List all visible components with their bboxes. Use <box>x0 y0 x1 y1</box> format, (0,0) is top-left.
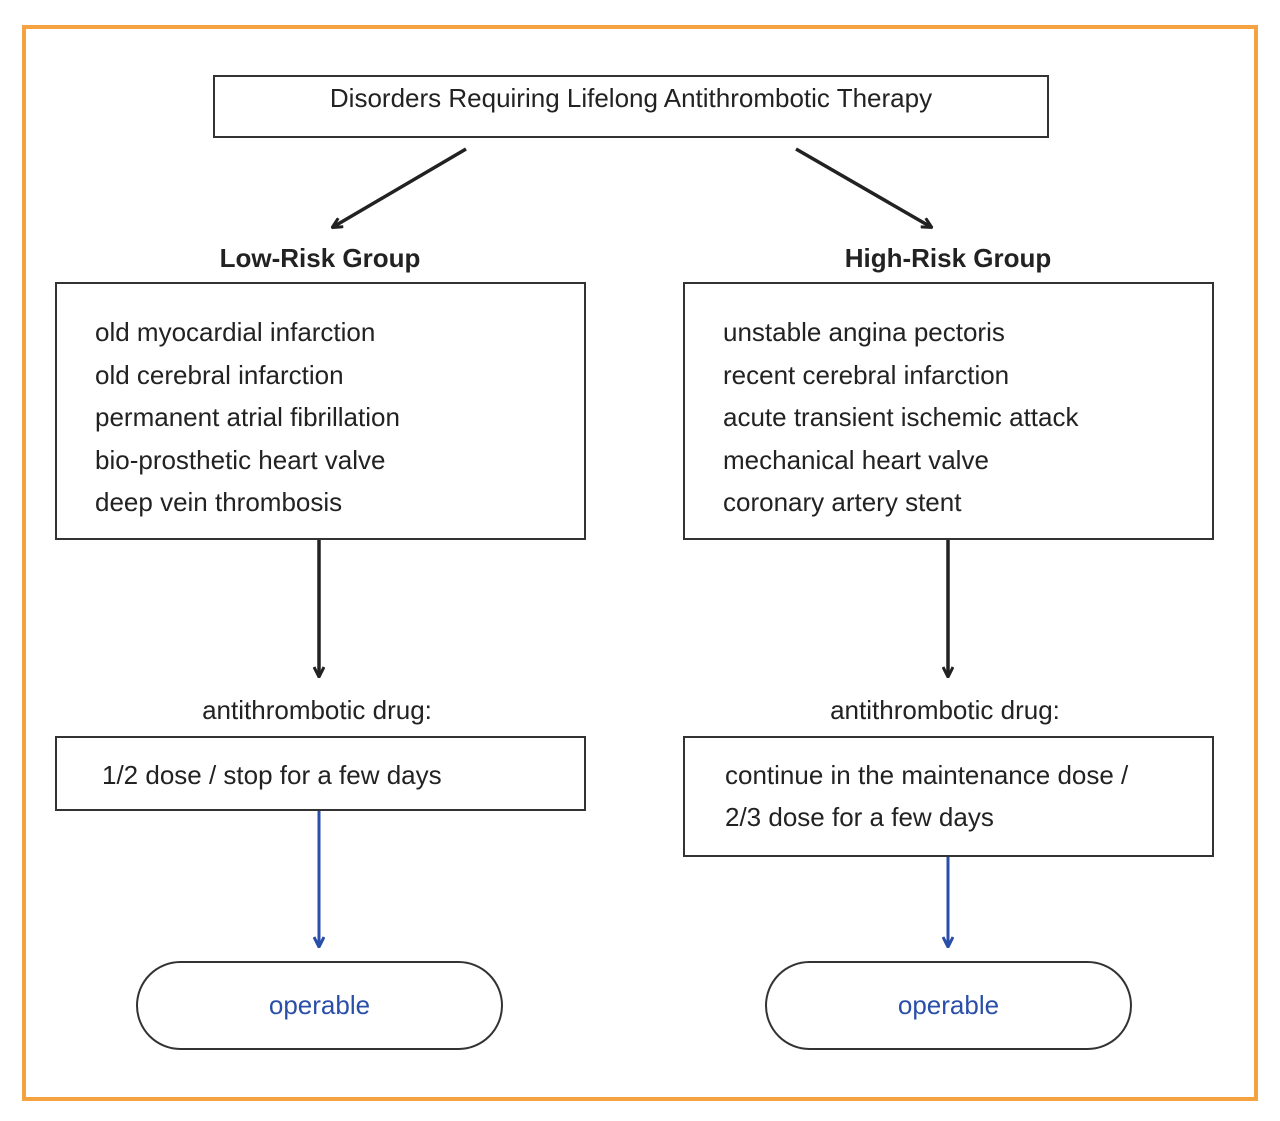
high-risk-heading: High-Risk Group <box>844 243 1052 273</box>
title-box: Disorders Requiring Lifelong Antithrombo… <box>213 75 1049 138</box>
list-item: recent cerebral infarction <box>723 359 1010 390</box>
list-item: acute transient ischemic attack <box>723 402 1079 432</box>
low-risk-outcome: operable <box>136 961 503 1050</box>
high-risk-dose-box: continue in the maintenance dose / 2/3 d… <box>683 736 1214 857</box>
low-risk-conditions-box: old myocardial infarction old cerebral i… <box>55 282 586 540</box>
diagram-title: Disorders Requiring Lifelong Antithrombo… <box>329 83 933 113</box>
list-item: bio-prosthetic heart valve <box>95 444 386 475</box>
low-risk-heading: Low-Risk Group <box>219 243 421 273</box>
high-risk-outcome: operable <box>765 961 1132 1050</box>
list-item: deep vein thrombosis <box>95 487 343 517</box>
high-risk-dose-line-1: continue in the maintenance dose / <box>725 760 1129 790</box>
high-risk-drug-label: antithrombotic drug: <box>830 695 1060 725</box>
high-risk-conditions-box: unstable angina pectoris recent cerebral… <box>683 282 1214 540</box>
high-risk-dose-line-2: 2/3 dose for a few days <box>725 802 994 832</box>
low-risk-dose-box: 1/2 dose / stop for a few days <box>55 736 586 811</box>
low-risk-drug-label: antithrombotic drug: <box>202 695 432 725</box>
outer-frame <box>22 25 1258 1101</box>
list-item: old myocardial infarction <box>95 317 376 347</box>
list-item: unstable angina pectoris <box>723 317 1005 347</box>
list-item: mechanical heart valve <box>723 444 989 475</box>
low-risk-dose-text: 1/2 dose / stop for a few days <box>102 760 442 790</box>
low-risk-outcome-label: operable <box>268 990 371 1020</box>
list-item: old cerebral infarction <box>95 359 344 390</box>
list-item: permanent atrial fibrillation <box>95 402 400 432</box>
arrow-title-to-low-risk <box>333 147 467 227</box>
high-risk-conditions-list: unstable angina pectoris recent cerebral… <box>685 284 1212 524</box>
list-item: coronary artery stent <box>723 487 962 517</box>
high-risk-outcome-label: operable <box>897 990 1000 1020</box>
low-risk-conditions-list: old myocardial infarction old cerebral i… <box>57 284 584 524</box>
arrow-title-to-high-risk <box>795 147 931 227</box>
